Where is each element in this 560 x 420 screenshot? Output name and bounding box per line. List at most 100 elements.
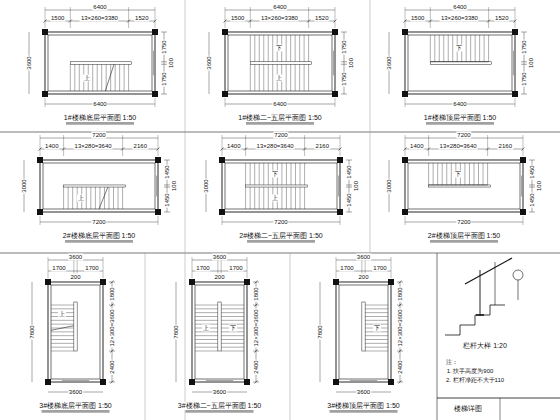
wall-inner: [195, 285, 244, 379]
stair-well: [218, 302, 221, 351]
dimension-label: 1700: [84, 264, 99, 271]
stair-tread: [433, 163, 434, 185]
stair-tread: [97, 64, 98, 91]
stair-tread: [439, 35, 440, 62]
drawing-line: [161, 61, 167, 62]
drawing-line: [346, 212, 352, 213]
drawing-line: [521, 61, 527, 62]
wall-outline: [40, 160, 158, 212]
dimension-label: 注：: [445, 359, 459, 366]
title-underline: [330, 412, 398, 413]
stair-plan: [389, 7, 527, 125]
stair-tread: [428, 163, 429, 185]
stair-tread: [68, 187, 69, 209]
column: [402, 157, 408, 163]
dimension-label: 7800: [173, 324, 180, 339]
dimension-label: 1450: [529, 192, 536, 207]
stair-steps: [445, 305, 505, 335]
dimension-label: 3600: [26, 55, 33, 70]
drawing-line: [399, 304, 402, 307]
drawing-line: [249, 20, 252, 23]
dimension-label: 2400: [109, 359, 116, 374]
stair-tread: [245, 187, 246, 209]
drawing-line: [529, 160, 535, 161]
stair-tread: [290, 64, 291, 91]
drawing-line: [253, 351, 259, 352]
dimension-label: 下: [454, 170, 462, 177]
drawing-line: [62, 148, 65, 151]
dimension-label: 1450: [529, 165, 536, 180]
column: [45, 379, 51, 385]
drawing-line: [164, 184, 170, 185]
drawing-line: [339, 148, 342, 151]
drawing-line: [45, 7, 46, 28]
stair-tread: [90, 187, 91, 209]
stair-tread: [365, 308, 388, 309]
drawing-title: 3#楼梯顶层平面图 1:50: [326, 402, 400, 410]
drawing-line: [155, 7, 156, 28]
drawing-line: [255, 304, 258, 307]
drawing-line: [397, 351, 403, 352]
dimension-label: 1500: [230, 14, 245, 21]
drawing-line: [404, 148, 407, 151]
drawing-line: [69, 20, 72, 23]
stair-tread: [268, 64, 269, 91]
stair-tread: [250, 187, 251, 209]
stair-tread: [51, 351, 74, 352]
stair-well: [429, 185, 491, 187]
break-line: [51, 326, 74, 331]
wall-inner: [339, 285, 388, 379]
stair-well: [250, 62, 311, 64]
drawing-line: [253, 305, 259, 306]
drawing-line: [158, 135, 159, 156]
dimension-label: 6400: [452, 101, 467, 108]
column: [42, 91, 48, 97]
title-underline: [246, 124, 314, 125]
title-underline: [186, 411, 254, 412]
dimension-label: 上: [58, 311, 66, 318]
stair-tread: [295, 64, 296, 91]
railing-detail: [437, 258, 560, 420]
dimension-label: 1800: [397, 286, 404, 301]
dimension-label: 1800: [109, 286, 116, 301]
stair-well: [70, 62, 131, 64]
stair-tread: [308, 35, 309, 62]
stair-tread: [286, 64, 287, 91]
dimension-label: 3000: [21, 178, 28, 193]
stair-tread: [221, 305, 244, 306]
column: [333, 379, 339, 385]
stair-tread: [51, 324, 74, 325]
drawing-line: [341, 32, 347, 33]
dimension-label: 13×280=3640: [74, 142, 113, 149]
dimension-label: 上: [271, 195, 279, 202]
dimension-label: 1750: [161, 39, 168, 54]
drawing-line: [161, 64, 167, 65]
drawing-title: 2#楼梯顶层平面图 1:50: [427, 232, 501, 240]
drawing-line: [430, 7, 431, 28]
dimension-label: 1450: [164, 192, 171, 207]
stair-tread: [195, 316, 218, 317]
drawing-line: [487, 135, 488, 156]
drawing-title: 1#楼梯底层平面图 1:50: [63, 114, 137, 122]
stair-tread: [259, 35, 260, 62]
stair-tread: [365, 339, 388, 340]
dimension-label: 13×280=3640: [256, 142, 295, 149]
stair-tread: [272, 64, 273, 91]
dimension-label: 13×260=3380: [80, 14, 119, 21]
stair-tread: [365, 305, 388, 306]
drawing-line: [164, 160, 170, 161]
drawing-line: [399, 350, 402, 353]
stair-tread: [195, 343, 218, 344]
drawing-line: [70, 7, 71, 28]
dimension-label: 1400: [44, 142, 59, 149]
stair-tread: [51, 331, 74, 332]
wall-inner: [51, 285, 100, 379]
drawing-line: [222, 135, 223, 156]
dimension-label: 3600: [386, 55, 393, 70]
drawing-line: [122, 135, 123, 156]
drawing-line: [111, 350, 114, 353]
stair-tread: [51, 305, 74, 306]
drawing-line: [192, 257, 193, 278]
stair-tread: [365, 320, 388, 321]
